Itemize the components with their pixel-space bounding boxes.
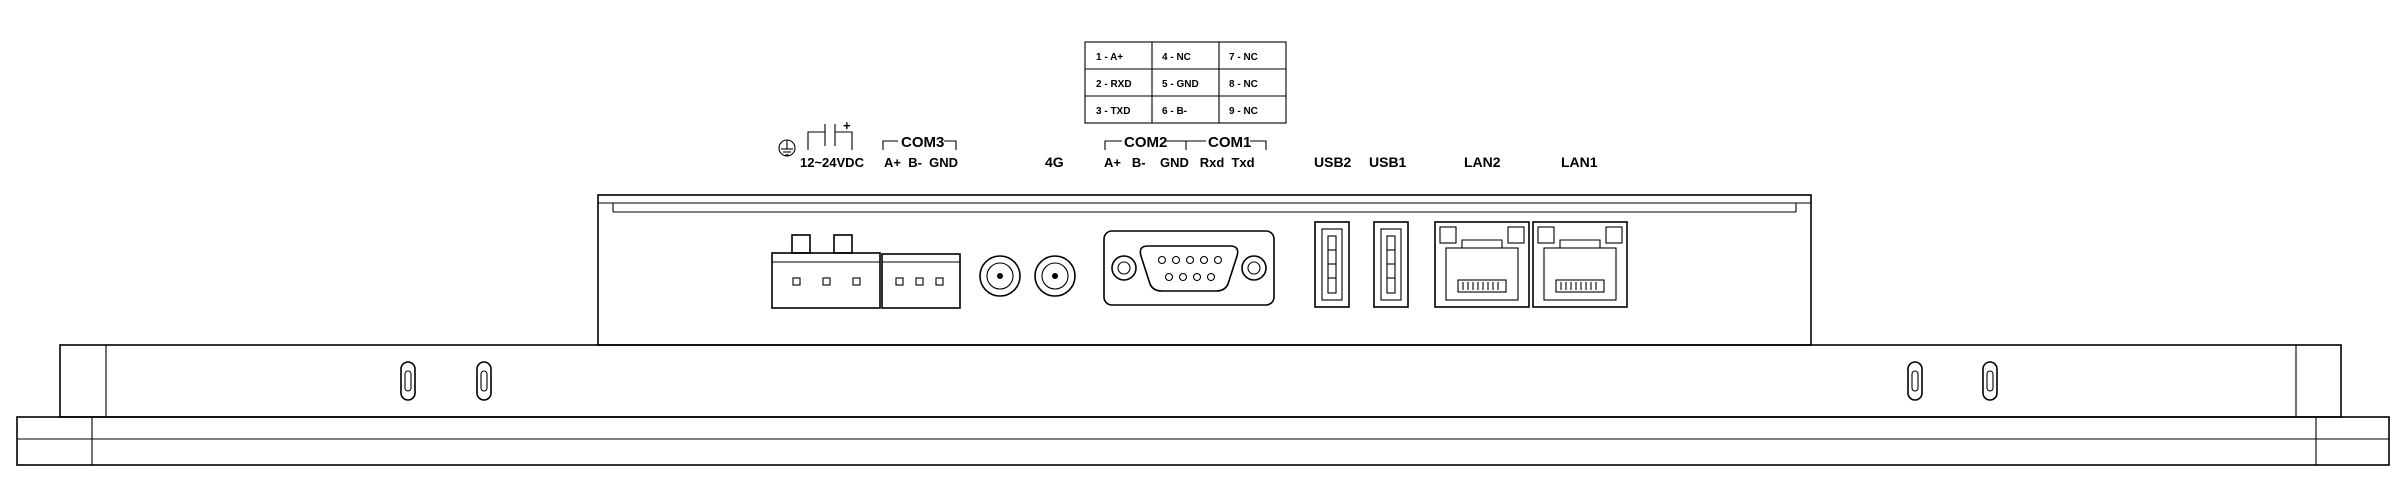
- power-plus-label: +: [843, 118, 851, 133]
- pin-cell: 4 - NC: [1162, 52, 1191, 63]
- usb2-port: [1314, 221, 1350, 308]
- pin-cell: 6 - B-: [1162, 106, 1187, 117]
- usb2-label: USB2: [1314, 154, 1352, 170]
- antenna-connector: [979, 255, 1021, 297]
- ground-icon: [778, 139, 796, 157]
- db9-pin-labels: A+ B- GND Rxd Txd: [1104, 155, 1255, 170]
- pin-cell: 8 - NC: [1229, 79, 1258, 90]
- lan2-label: LAN2: [1464, 154, 1501, 170]
- lan1-rj45-port: [1532, 221, 1628, 308]
- io-panel-enclosure: [597, 194, 1812, 346]
- com3-bracket: [882, 140, 957, 150]
- power-input-label: 12~24VDC: [800, 155, 865, 170]
- pin-cell: 2 - RXD: [1096, 79, 1132, 90]
- pin-cell: 5 - GND: [1162, 79, 1199, 90]
- lan1-label: LAN1: [1561, 154, 1598, 170]
- usb1-label: USB1: [1369, 154, 1407, 170]
- com3-title: COM3: [901, 134, 944, 151]
- com2-com1-bracket: [1104, 140, 1267, 150]
- pin-cell: 1 - A+: [1096, 52, 1123, 63]
- dc-polarity-icon: [807, 124, 853, 150]
- lan2-rj45-port: [1434, 221, 1530, 308]
- mounting-slot: [400, 361, 416, 401]
- power-terminal-connector: [771, 234, 881, 309]
- com1-title: COM1: [1208, 134, 1251, 151]
- mounting-slot: [476, 361, 492, 401]
- usb1-port: [1373, 221, 1409, 308]
- com3-pin-labels: A+ B- GND: [884, 155, 958, 170]
- mounting-slot: [1907, 361, 1923, 401]
- device-chassis: [16, 344, 2390, 466]
- com3-terminal-connector: [881, 253, 961, 309]
- db9-serial-connector: [1103, 230, 1275, 306]
- pin-cell: 3 - TXD: [1096, 106, 1130, 117]
- pin-cell: 7 - NC: [1229, 52, 1258, 63]
- pin-assignment-table: 1 - A+ 4 - NC 7 - NC 2 - RXD 5 - GND 8 -…: [1084, 41, 1287, 124]
- com2-title: COM2: [1124, 134, 1167, 151]
- antenna-connector: [1034, 255, 1076, 297]
- 4g-label: 4G: [1045, 154, 1064, 170]
- pin-cell: 9 - NC: [1229, 106, 1258, 117]
- mounting-slot: [1982, 361, 1998, 401]
